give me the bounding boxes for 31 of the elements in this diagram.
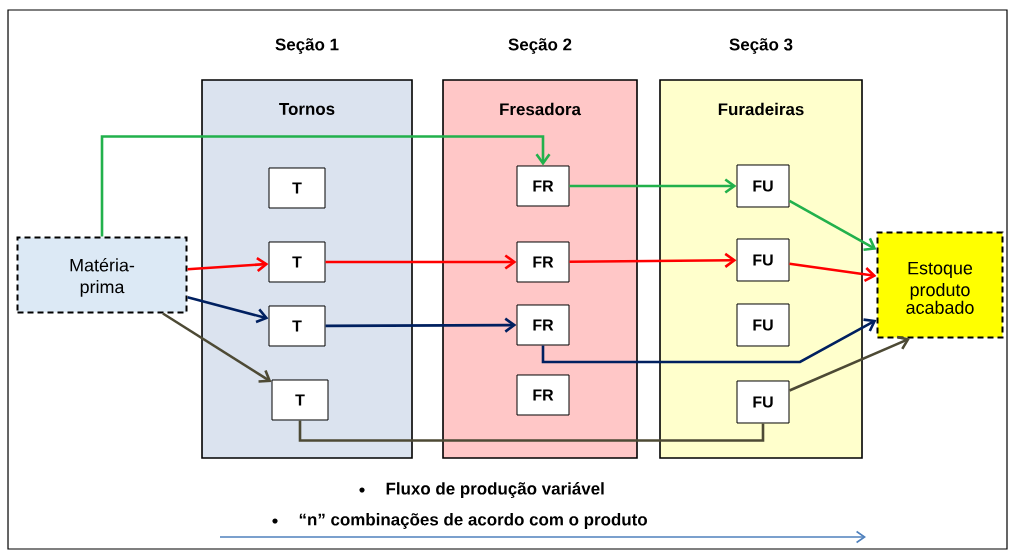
- machine-box: FR: [516, 241, 570, 283]
- machine-box: T: [268, 241, 326, 283]
- node-label: Seção 3: [729, 38, 793, 54]
- machine-box: T: [271, 379, 329, 421]
- arrow: [789, 335, 910, 392]
- node-label: Seção 1: [275, 38, 339, 54]
- machine-box: FU: [736, 303, 790, 347]
- arrow: [788, 199, 877, 252]
- machine-box: FR: [516, 165, 570, 207]
- machine-box: T: [268, 305, 326, 347]
- machine-box: T: [268, 167, 326, 209]
- arrow: [187, 296, 269, 324]
- node-label: Seção 2: [508, 38, 572, 54]
- arrow: [789, 262, 877, 283]
- note-text: Fluxo de produção variável: [386, 482, 604, 498]
- machine-box: FU: [736, 164, 790, 208]
- machine-box: FU: [736, 380, 790, 424]
- machine-box: FU: [736, 238, 790, 282]
- arrow: [162, 312, 272, 383]
- arrow: [325, 254, 517, 270]
- machine-box: FR: [516, 304, 570, 346]
- arrow: [100, 135, 551, 237]
- material-box: Matéria- prima: [16, 236, 188, 314]
- note-text: “n” combinações de acordo com o produto: [299, 513, 647, 529]
- arrow: [569, 252, 737, 268]
- arrow: [569, 178, 737, 194]
- machine-box: FR: [516, 374, 570, 416]
- arrow: [325, 317, 517, 333]
- stock-box: Estoque produto acabado: [876, 231, 1004, 339]
- arrow: [187, 257, 269, 273]
- arrow: [541, 318, 877, 364]
